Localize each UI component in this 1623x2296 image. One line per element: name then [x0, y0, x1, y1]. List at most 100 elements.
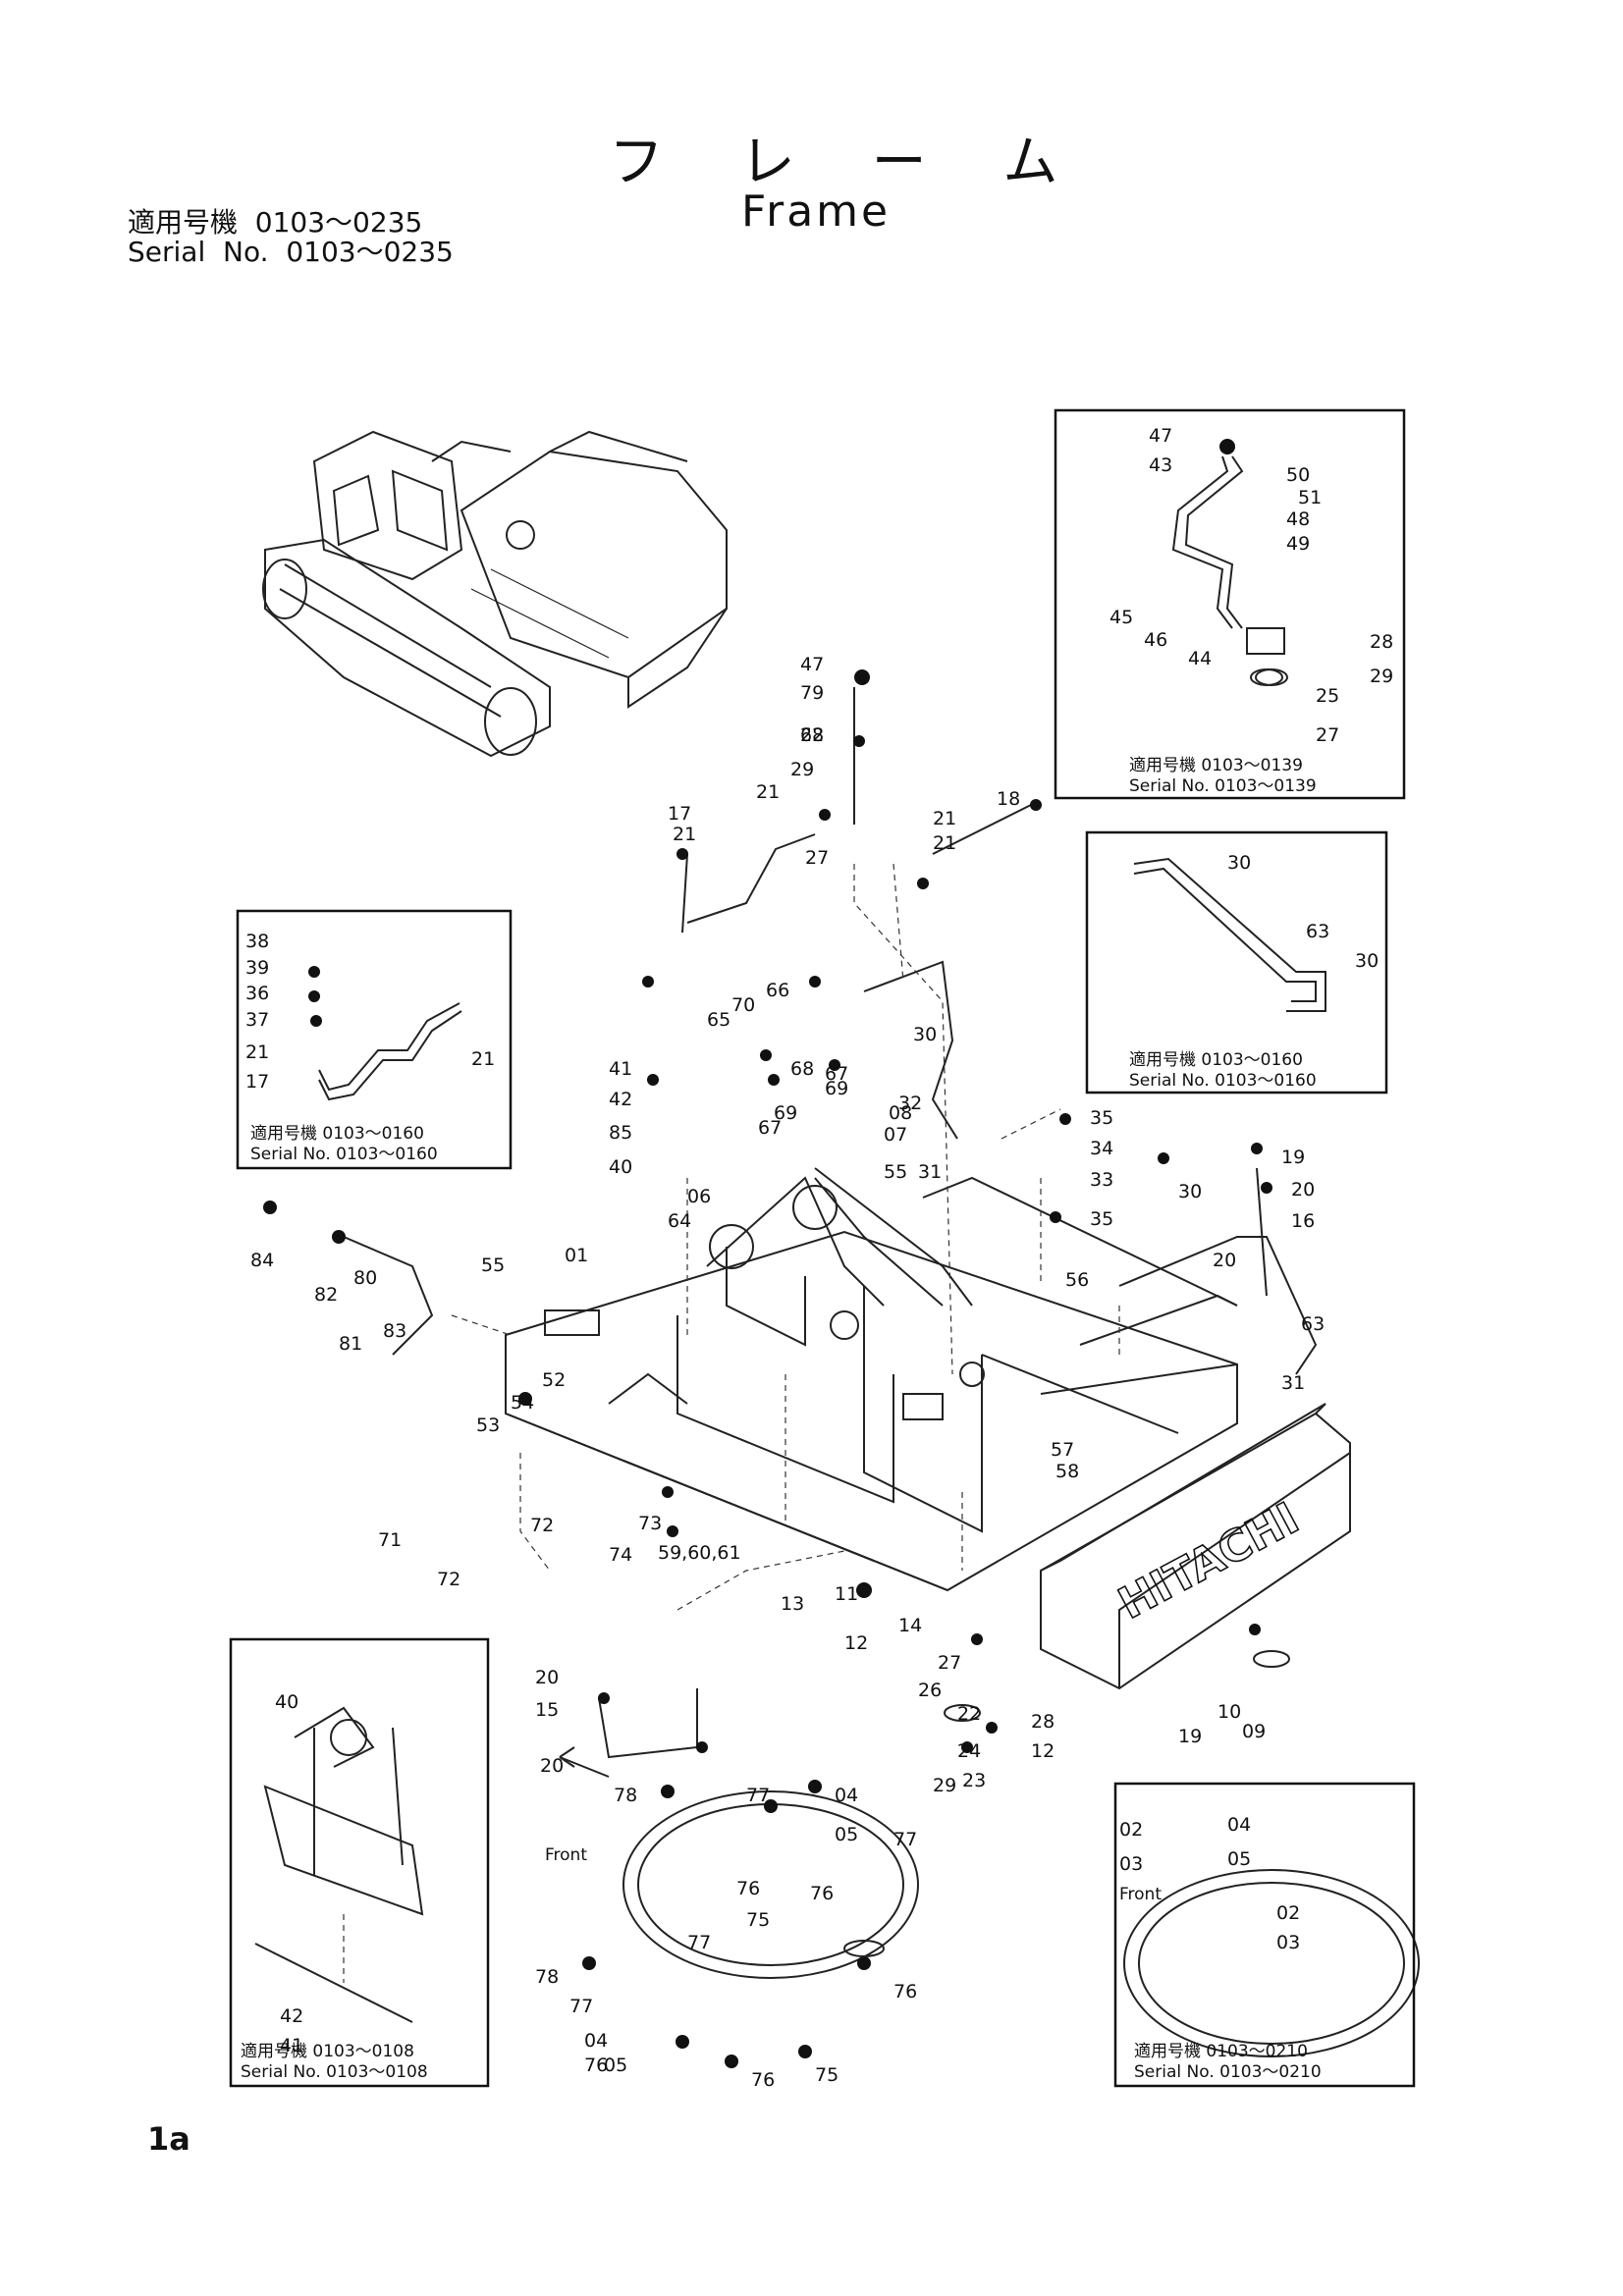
part-callout-62: 62 — [800, 724, 824, 746]
part-callout-24: 24 — [957, 1740, 981, 1762]
part-callout-72: 72 — [530, 1515, 554, 1536]
part-callout-41: 41 — [609, 1058, 632, 1080]
part-callout-68: 68 — [790, 1058, 814, 1080]
part-callout-12: 12 — [844, 1632, 868, 1654]
part-callout-34: 34 — [1090, 1138, 1113, 1159]
serial-range-english: Serial No. 0103〜0235 — [128, 236, 454, 268]
part-callout-78: 78 — [614, 1785, 637, 1806]
part-callout-80: 80 — [353, 1267, 377, 1289]
inset-box-right-mid: 適用号機 0103〜0160 Serial No. 0103〜0160 — [1085, 830, 1388, 1095]
part-callout-18: 18 — [997, 788, 1020, 810]
part-callout-78: 78 — [535, 1966, 559, 1988]
inset-box-bottom-right: 適用号機 0103〜0210 Serial No. 0103〜0210 — [1113, 1782, 1416, 2088]
inset-box-top-right: 適用号機 0103〜0139 Serial No. 0103〜0139 — [1054, 408, 1406, 800]
part-callout-69: 69 — [825, 1078, 848, 1099]
part-callout-64: 64 — [668, 1210, 691, 1232]
inset-box-left-mid-serial-jp: 適用号機 0103〜0160 — [250, 1124, 424, 1144]
page-number: 1a — [147, 2120, 190, 2158]
part-callout-21: 21 — [933, 808, 956, 829]
part-callout-40: 40 — [275, 1691, 298, 1713]
part-callout-58: 58 — [1055, 1461, 1079, 1482]
part-callout-02: 02 — [1119, 1819, 1143, 1841]
part-callout-85: 85 — [609, 1122, 632, 1144]
part-callout-26: 26 — [918, 1680, 942, 1701]
part-callout-05: 05 — [1227, 1848, 1251, 1870]
part-callout-55: 55 — [481, 1255, 505, 1276]
part-callout-03: 03 — [1119, 1853, 1143, 1875]
part-callout-19: 19 — [1281, 1147, 1305, 1168]
part-callout-35: 35 — [1090, 1107, 1113, 1129]
part-callout-76: 76 — [893, 1981, 917, 2002]
part-callout-42: 42 — [609, 1089, 632, 1110]
part-callout-10: 10 — [1217, 1701, 1241, 1723]
front-direction-label-inset: Front — [1119, 1885, 1162, 1904]
part-callout-29: 29 — [933, 1775, 956, 1796]
part-callout-39: 39 — [245, 957, 269, 979]
part-callout-53: 53 — [476, 1415, 500, 1436]
part-callout-21: 21 — [756, 781, 780, 803]
part-callout-31: 31 — [1281, 1372, 1305, 1394]
inset-box-left-mid: 適用号機 0103〜0160 Serial No. 0103〜0160 — [236, 909, 513, 1170]
part-callout-04: 04 — [835, 1785, 858, 1806]
inset-box-left-mid-serial-en: Serial No. 0103〜0160 — [250, 1145, 438, 1164]
part-callout-15: 15 — [535, 1699, 559, 1721]
inset-box-bottom-right-serial-jp: 適用号機 0103〜0210 — [1134, 2042, 1308, 2061]
part-callout-52: 52 — [542, 1369, 566, 1391]
part-callout-03: 03 — [1276, 1932, 1300, 1953]
part-callout-22: 22 — [957, 1703, 981, 1725]
part-callout-77: 77 — [746, 1785, 770, 1806]
part-callout-09: 09 — [1242, 1721, 1266, 1742]
part-callout-30: 30 — [1227, 852, 1251, 874]
title-japanese: フ レ ー ム — [609, 131, 1088, 194]
part-callout-57: 57 — [1051, 1439, 1074, 1461]
part-callout-14: 14 — [898, 1615, 922, 1636]
part-callout-02: 02 — [1276, 1902, 1300, 1924]
part-callout-32: 32 — [898, 1093, 922, 1114]
part-callout-01: 01 — [565, 1245, 588, 1266]
part-callout-82: 82 — [314, 1284, 338, 1306]
part-callout-17: 17 — [668, 803, 691, 825]
part-callout-21: 21 — [471, 1048, 495, 1070]
part-callout-21: 21 — [245, 1041, 269, 1063]
inset-box-right-mid-serial-en: Serial No. 0103〜0160 — [1129, 1071, 1317, 1091]
part-callout-77: 77 — [569, 1996, 593, 2017]
part-callout-30: 30 — [1178, 1181, 1202, 1202]
serial-range-japanese: 適用号機 0103〜0235 — [128, 206, 423, 239]
part-callout-83: 83 — [383, 1320, 406, 1342]
part-callout-43: 43 — [1149, 454, 1172, 476]
inset-box-top-right-serial-en: Serial No. 0103〜0139 — [1129, 776, 1317, 796]
part-callout-54: 54 — [511, 1392, 534, 1414]
part-callout-04: 04 — [584, 2030, 608, 2052]
part-callout-79: 79 — [800, 682, 824, 704]
part-callout-05: 05 — [604, 2055, 627, 2076]
part-callout-41: 41 — [280, 2035, 303, 2056]
part-callout-28: 28 — [1031, 1711, 1055, 1733]
swing-bearing-ring — [559, 1746, 919, 1979]
part-callout-67: 67 — [758, 1117, 782, 1139]
part-callout-27: 27 — [805, 847, 829, 869]
main-frame-assembly — [505, 1167, 1238, 1592]
part-callout-49: 49 — [1286, 533, 1310, 555]
part-callout-75: 75 — [746, 1909, 770, 1931]
part-callout-28: 28 — [1370, 631, 1393, 653]
part-callout-38: 38 — [245, 931, 269, 952]
part-callout-69: 69 — [774, 1102, 797, 1124]
part-callout-30: 30 — [913, 1024, 937, 1045]
part-callout-20: 20 — [535, 1667, 559, 1688]
part-callout-70: 70 — [731, 994, 755, 1016]
inset-box-bottom-left-serial-en: Serial No. 0103〜0108 — [241, 2062, 428, 2082]
part-callout-76: 76 — [584, 2055, 608, 2076]
part-callout-51: 51 — [1298, 487, 1322, 508]
part-callout-30: 30 — [1355, 950, 1379, 972]
title-english: Frame — [741, 187, 892, 237]
part-callout-29: 29 — [790, 759, 814, 780]
part-callout-73: 73 — [638, 1513, 662, 1534]
inset-box-top-right-serial-jp: 適用号機 0103〜0139 — [1129, 756, 1303, 775]
part-callout-29: 29 — [1370, 666, 1393, 687]
part-callout-63: 63 — [1301, 1313, 1325, 1335]
part-callout-07: 07 — [884, 1124, 907, 1146]
part-callout-63: 63 — [1306, 921, 1329, 942]
excavator-sketch — [262, 430, 728, 758]
small-part-glyphs — [263, 668, 1420, 2068]
